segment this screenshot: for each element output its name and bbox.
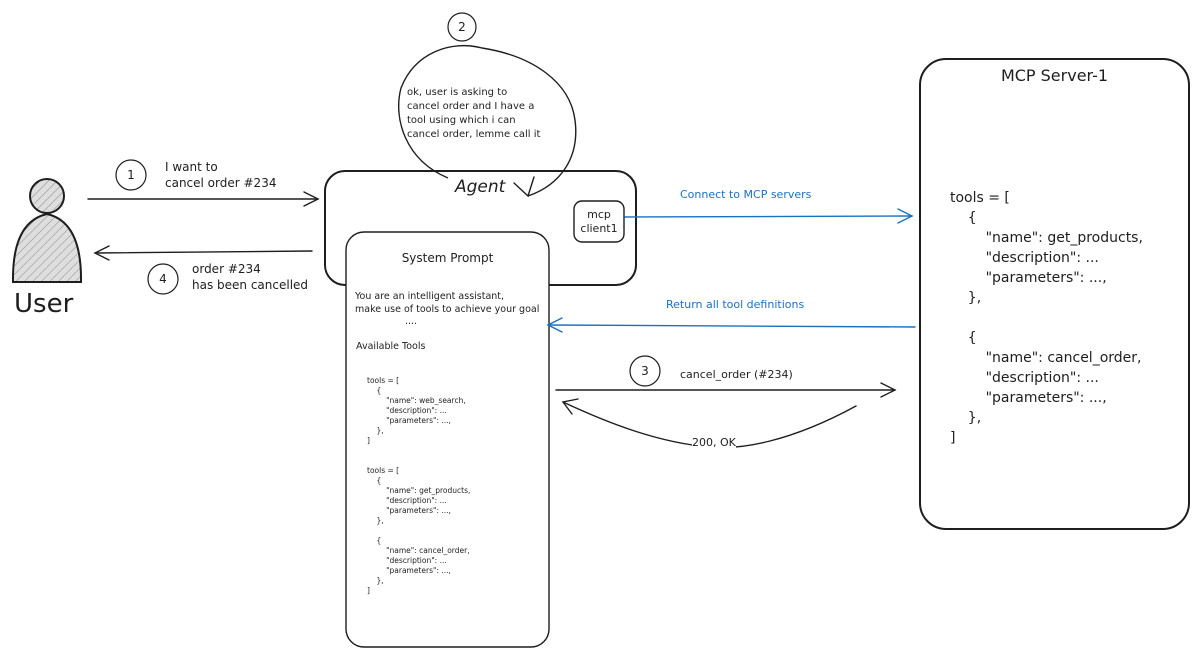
system-prompt-box bbox=[345, 231, 550, 648]
mcp-server-tools-code: tools = [ { "name": get_products, "descr… bbox=[950, 188, 1143, 448]
code-line: "name": get_products, bbox=[367, 486, 471, 495]
code-line: "description": ... bbox=[367, 406, 447, 415]
code-line: "description": ... bbox=[367, 496, 447, 505]
step-3-badge bbox=[629, 355, 661, 387]
code-line: }, bbox=[367, 426, 384, 435]
code-line: "name": get_products, bbox=[950, 230, 1143, 246]
system-prompt-title: System Prompt bbox=[401, 251, 494, 265]
code-line: }, bbox=[950, 410, 982, 426]
thought-line-4: cancel order, lemme call it bbox=[407, 129, 541, 140]
user-request-line-1: I want to bbox=[165, 160, 218, 174]
system-prompt-intro-line-1: You are an intelligent assistant, bbox=[355, 291, 505, 302]
code-line: tools = [ bbox=[950, 190, 1010, 206]
code-line: "name": cancel_order, bbox=[950, 350, 1142, 366]
connect-label: Connect to MCP servers bbox=[680, 188, 812, 201]
mcp-client-label-line-2: client1 bbox=[580, 222, 618, 235]
mcp-server-title: MCP Server-1 bbox=[1000, 66, 1109, 85]
step-4-badge bbox=[147, 263, 179, 295]
mcp-client-box bbox=[573, 200, 625, 243]
code-line: ] bbox=[950, 430, 956, 446]
agent-title: Agent bbox=[455, 177, 506, 197]
code-line: { bbox=[367, 386, 382, 395]
code-line: "parameters": ..., bbox=[367, 506, 451, 515]
code-line: "parameters": ..., bbox=[950, 390, 1107, 406]
system-prompt-tools-code: tools = [ { "name": web_search, "descrip… bbox=[367, 376, 470, 596]
code-line: { bbox=[367, 476, 382, 485]
code-line: { bbox=[950, 330, 977, 346]
tool-call-label: cancel_order (#234) bbox=[680, 368, 793, 381]
available-tools-heading: Available Tools bbox=[356, 341, 426, 352]
step-2-badge bbox=[447, 12, 477, 42]
code-line: tools = [ bbox=[367, 376, 400, 385]
ok-response-label: 200, OK bbox=[692, 436, 736, 450]
tool-call-arrow bbox=[555, 382, 897, 398]
code-line: ] bbox=[367, 586, 370, 595]
code-line: }, bbox=[367, 516, 384, 525]
code-line: { bbox=[367, 536, 382, 545]
thought-bubble bbox=[398, 44, 577, 197]
code-line: }, bbox=[950, 290, 982, 306]
code-line: }, bbox=[367, 576, 384, 585]
return-definitions-label: Return all tool definitions bbox=[666, 298, 805, 311]
code-line bbox=[367, 526, 470, 536]
user-request-line-2: cancel order #234 bbox=[165, 176, 277, 190]
user-request-arrow bbox=[87, 191, 320, 207]
mcp-client-label-line-1: mcp bbox=[587, 208, 611, 221]
agent-response-line-1: order #234 bbox=[192, 262, 261, 276]
return-definitions-arrow bbox=[546, 317, 916, 333]
system-prompt-intro-line-2: make use of tools to achieve your goal bbox=[355, 304, 540, 315]
thought-bubble-pointer bbox=[513, 176, 535, 198]
step-4-number: 4 bbox=[159, 272, 167, 286]
code-line bbox=[367, 446, 470, 456]
code-line bbox=[950, 308, 1143, 328]
step-1-number: 1 bbox=[127, 168, 135, 182]
code-line: "parameters": ..., bbox=[367, 566, 451, 575]
code-line bbox=[367, 456, 470, 466]
code-line: "parameters": ..., bbox=[950, 270, 1107, 286]
step-3-number: 3 bbox=[641, 364, 649, 378]
code-line: "parameters": ..., bbox=[367, 416, 451, 425]
thought-line-1: ok, user is asking to bbox=[407, 87, 508, 98]
system-prompt-ellipsis: .... bbox=[405, 316, 418, 327]
code-line: tools = [ bbox=[367, 466, 400, 475]
code-line: ] bbox=[367, 436, 370, 445]
code-line: "name": cancel_order, bbox=[367, 546, 470, 555]
agent-response-arrow bbox=[93, 245, 313, 261]
thought-line-3: tool using which i can bbox=[407, 115, 516, 126]
step-2-number: 2 bbox=[458, 20, 466, 34]
code-line: "description": ... bbox=[950, 370, 1099, 386]
user-figure bbox=[11, 178, 83, 283]
code-line: "description": ... bbox=[950, 250, 1099, 266]
connect-arrow bbox=[624, 208, 914, 224]
agent-response-line-2: has been cancelled bbox=[192, 278, 309, 292]
code-line: { bbox=[950, 210, 977, 226]
mcp-server-box bbox=[919, 58, 1190, 530]
step-1-badge bbox=[115, 159, 147, 191]
thought-line-2: cancel order and I have a bbox=[407, 101, 535, 112]
user-label: User bbox=[14, 289, 74, 319]
code-line: "name": web_search, bbox=[367, 396, 466, 405]
code-line: "description": ... bbox=[367, 556, 447, 565]
